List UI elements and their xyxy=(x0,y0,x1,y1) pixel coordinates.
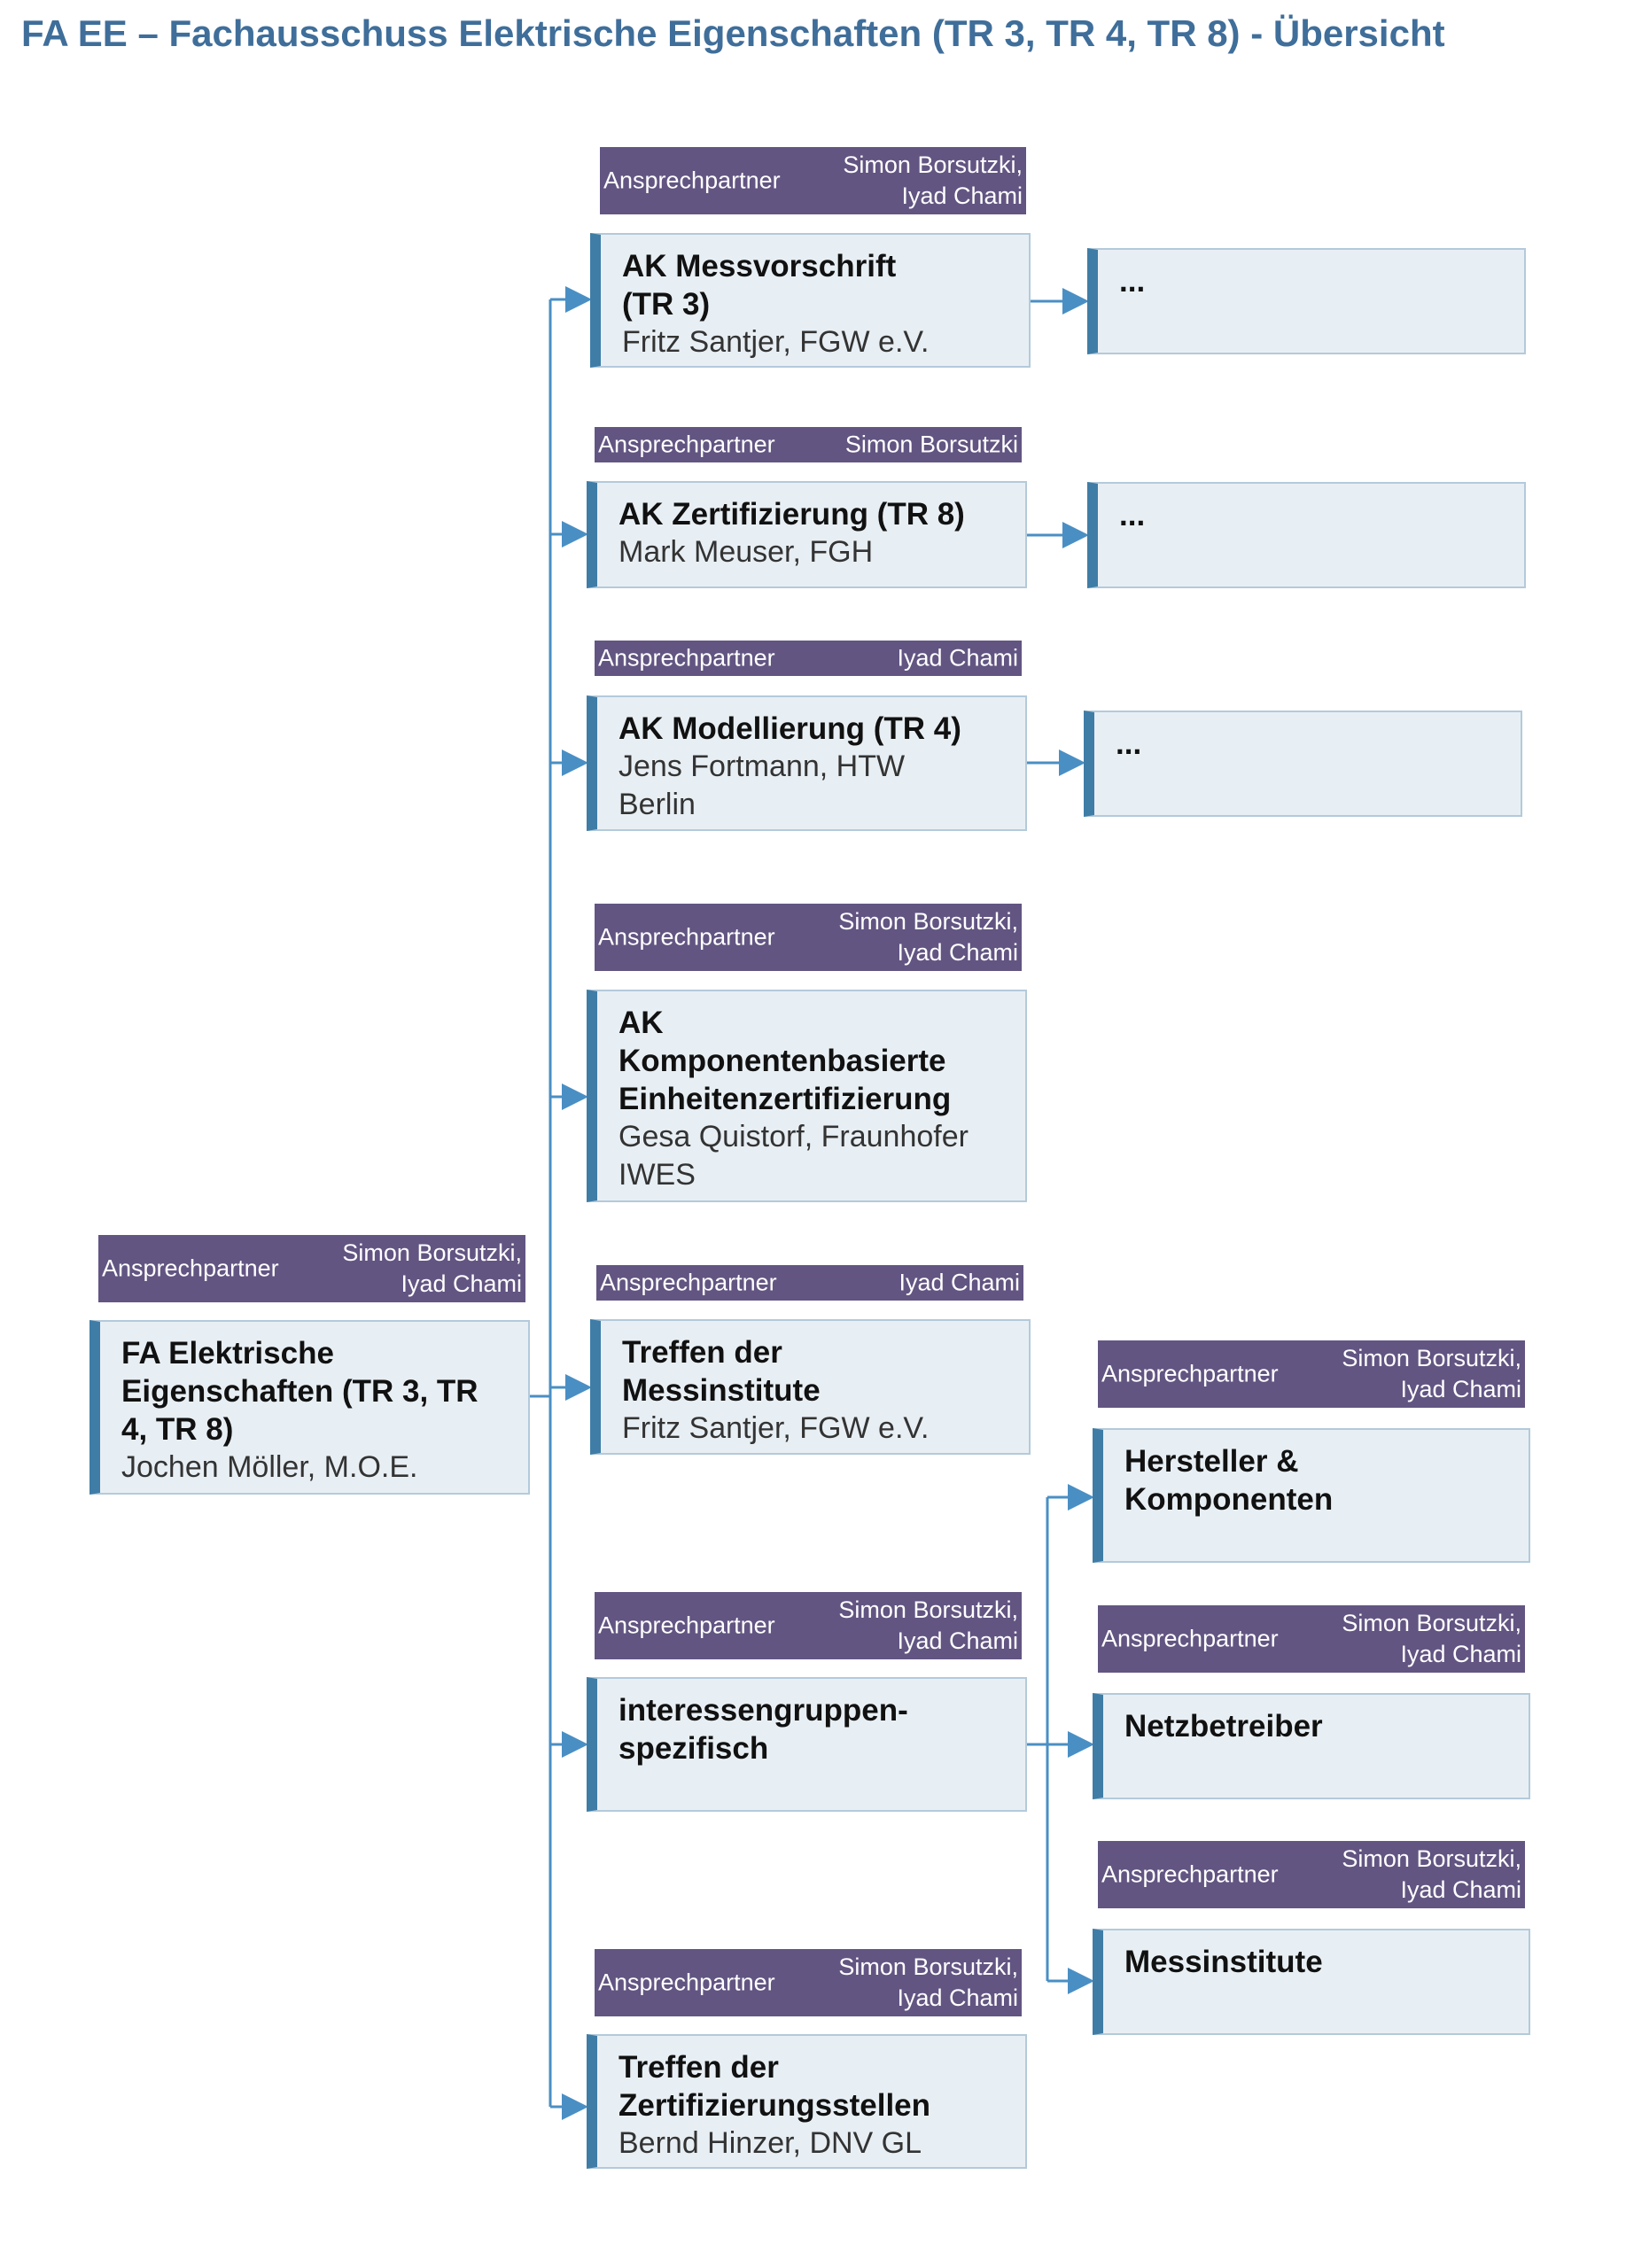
box-ak-messvorschrift-child[interactable]: ... xyxy=(1087,248,1526,354)
contact-label: Ansprechpartner xyxy=(598,644,775,672)
box-title: interessengruppen-spezifisch xyxy=(619,1693,908,1766)
box-title: AK Zertifizierung (TR 8) xyxy=(619,497,965,532)
box-messinstitute[interactable]: Messinstitute xyxy=(1093,1929,1530,2035)
box-ak-modellierung-child[interactable]: ... xyxy=(1084,711,1522,817)
contact-names: Simon Borsutzki,Iyad Chami xyxy=(1342,1610,1521,1667)
box-title: AK Modellierung (TR 4) xyxy=(619,711,961,746)
contact-label: Ansprechpartner xyxy=(598,1969,775,1996)
box-ak-komponentenbasierte[interactable]: AK Komponentenbasierte Einheitenzertifiz… xyxy=(587,990,1027,1202)
contact-bar-treffen-messinstitute: Ansprechpartner Iyad Chami xyxy=(596,1265,1023,1301)
box-interessengruppen[interactable]: interessengruppen-spezifisch xyxy=(587,1677,1027,1812)
contact-names: Simon Borsutzki xyxy=(844,431,1018,458)
box-treffen-messinstitute[interactable]: Treffen der Messinstitute Fritz Santjer,… xyxy=(590,1319,1031,1455)
contact-label: Ansprechpartner xyxy=(598,923,775,951)
box-title: ... xyxy=(1116,726,1142,761)
box-title: AK Messvorschrift (TR 3) xyxy=(622,249,897,322)
box-chair: Bernd Hinzer, DNV GL xyxy=(619,2126,922,2160)
box-title: Netzbetreiber xyxy=(1124,1709,1323,1744)
contact-names: Simon Borsutzki,Iyad Chami xyxy=(838,1953,1018,2011)
box-title: ... xyxy=(1119,498,1146,532)
contact-bar-messinstitute: Ansprechpartner Simon Borsutzki,Iyad Cha… xyxy=(1098,1841,1525,1908)
contact-bar-interessengruppen: Ansprechpartner Simon Borsutzki,Iyad Cha… xyxy=(595,1592,1022,1659)
box-title: Treffen der Messinstitute xyxy=(622,1335,821,1408)
box-chair: Jochen Möller, M.O.E. xyxy=(121,1450,418,1484)
contact-names: Simon Borsutzki,Iyad Chami xyxy=(838,1596,1018,1654)
page-title: FA EE – Fachausschuss Elektrische Eigens… xyxy=(21,12,1445,54)
contact-label: Ansprechpartner xyxy=(1101,1625,1279,1652)
box-ak-modellierung[interactable]: AK Modellierung (TR 4) Jens Fortmann, HT… xyxy=(587,695,1027,831)
contact-bar-ak-zertifizierung: Ansprechpartner Simon Borsutzki xyxy=(595,427,1022,462)
box-ak-messvorschrift[interactable]: AK Messvorschrift (TR 3) Fritz Santjer, … xyxy=(590,233,1031,368)
contact-bar-ak-modellierung: Ansprechpartner Iyad Chami xyxy=(595,641,1022,676)
box-chair: Fritz Santjer, FGW e.V. xyxy=(622,325,930,359)
contact-names: Simon Borsutzki,Iyad Chami xyxy=(843,151,1023,209)
box-title: FA Elektrische Eigenschaften (TR 3, TR 4… xyxy=(121,1336,478,1447)
contact-bar-ak-komponentenbasierte: Ansprechpartner Simon Borsutzki,Iyad Cha… xyxy=(595,904,1022,971)
root-box[interactable]: FA Elektrische Eigenschaften (TR 3, TR 4… xyxy=(89,1320,530,1495)
box-ak-zertifizierung[interactable]: AK Zertifizierung (TR 8) Mark Meuser, FG… xyxy=(587,481,1027,588)
box-title: Hersteller & Komponenten xyxy=(1124,1444,1334,1517)
contact-label: Ansprechpartner xyxy=(600,1269,777,1296)
contact-names: Simon Borsutzki,Iyad Chami xyxy=(342,1239,522,1297)
contact-label: Ansprechpartner xyxy=(102,1254,279,1282)
contact-bar-hersteller: Ansprechpartner Simon Borsutzki,Iyad Cha… xyxy=(1098,1340,1525,1408)
contact-names: Simon Borsutzki,Iyad Chami xyxy=(838,908,1018,966)
box-chair: Fritz Santjer, FGW e.V. xyxy=(622,1411,930,1445)
box-chair: Jens Fortmann, HTW Berlin xyxy=(619,750,906,821)
contact-label: Ansprechpartner xyxy=(1101,1360,1279,1387)
box-title: AK Komponentenbasierte Einheitenzertifiz… xyxy=(619,1006,952,1116)
box-treffen-zertifizierung[interactable]: Treffen der Zertifizierungsstellen Bernd… xyxy=(587,2034,1027,2169)
box-chair: Gesa Quistorf, Fraunhofer IWES xyxy=(619,1120,969,1192)
contact-names: Iyad Chami xyxy=(897,644,1018,672)
box-title: ... xyxy=(1119,264,1146,299)
contact-names: Simon Borsutzki,Iyad Chami xyxy=(1342,1845,1521,1903)
root-contact-bar: Ansprechpartner Simon Borsutzki,Iyad Cha… xyxy=(98,1235,525,1302)
box-title: Treffen der Zertifizierungsstellen xyxy=(619,2050,931,2123)
box-ak-zertifizierung-child[interactable]: ... xyxy=(1087,482,1526,588)
contact-label: Ansprechpartner xyxy=(598,1612,775,1639)
contact-bar-ak-messvorschrift: Ansprechpartner Simon Borsutzki,Iyad Cha… xyxy=(600,147,1026,214)
contact-label: Ansprechpartner xyxy=(1101,1860,1279,1888)
box-hersteller[interactable]: Hersteller & Komponenten xyxy=(1093,1428,1530,1563)
contact-label: Ansprechpartner xyxy=(598,431,775,458)
contact-bar-netzbetreiber: Ansprechpartner Simon Borsutzki,Iyad Cha… xyxy=(1098,1605,1525,1673)
contact-names: Iyad Chami xyxy=(899,1269,1020,1296)
box-chair: Mark Meuser, FGH xyxy=(619,535,874,569)
box-title: Messinstitute xyxy=(1124,1945,1323,1979)
box-netzbetreiber[interactable]: Netzbetreiber xyxy=(1093,1693,1530,1799)
contact-names: Simon Borsutzki,Iyad Chami xyxy=(1342,1345,1521,1402)
contact-label: Ansprechpartner xyxy=(603,167,781,194)
contact-bar-treffen-zertifizierung: Ansprechpartner Simon Borsutzki,Iyad Cha… xyxy=(595,1949,1022,2016)
